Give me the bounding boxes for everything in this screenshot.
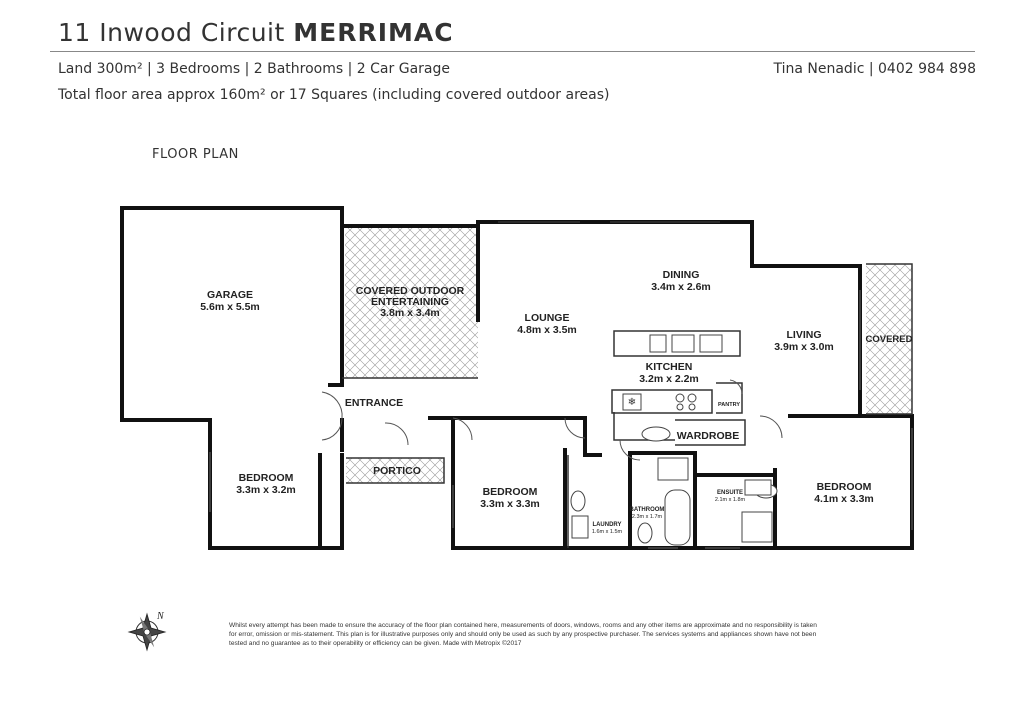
floor-area-note: Total floor area approx 160m² or 17 Squa…: [58, 87, 610, 103]
outdoor-size: 3.8m x 3.4m: [380, 307, 440, 319]
kitchen-label: KITCHEN: [646, 361, 693, 373]
outdoor-label-2: ENTERTAINING: [371, 296, 449, 308]
outdoor-label-1: COVERED OUTDOOR: [356, 285, 465, 297]
covered-side-hatch: [866, 264, 912, 414]
pantry-label: PANTRY: [718, 402, 740, 408]
street-address: 11 Inwood Circuit: [58, 18, 285, 47]
garage-size: 5.6m x 5.5m: [200, 301, 260, 313]
kitchen-fixtures: [622, 334, 723, 411]
bedroom-2-label: BEDROOM: [483, 486, 538, 498]
bathroom-fixtures: [570, 426, 778, 546]
dining-label: DINING: [663, 269, 700, 281]
ensuite-label: ENSUITE: [717, 490, 743, 496]
ensuite-size: 2.1m x 1.8m: [715, 497, 746, 503]
compass-rose-icon: [127, 612, 167, 652]
property-summary: Land 300m² | 3 Bedrooms | 2 Bathrooms | …: [58, 61, 450, 77]
laundry-label: LAUNDRY: [592, 522, 621, 528]
entrance-label: ENTRANCE: [345, 397, 403, 409]
property-title: 11 Inwood Circuit MERRIMAC: [58, 18, 454, 47]
bedroom-3-size: 4.1m x 3.3m: [814, 493, 874, 505]
fridge-snowflake-icon: ❄: [628, 397, 636, 408]
room-labels: GARAGE 5.6m x 5.5m COVERED OUTDOOR ENTER…: [200, 269, 912, 535]
lounge-size: 4.8m x 3.5m: [517, 324, 577, 336]
windows: [120, 240, 913, 549]
wardrobe-label: WARDROBE: [677, 430, 739, 442]
bedroom-3-label: BEDROOM: [817, 481, 872, 493]
bathroom-size: 2.3m x 1.7m: [632, 514, 663, 520]
living-size: 3.9m x 3.0m: [774, 341, 834, 353]
bedroom-2-size: 3.3m x 3.3m: [480, 498, 540, 510]
kitchen-size: 3.2m x 2.2m: [639, 373, 699, 385]
portico-label: PORTICO: [373, 465, 421, 477]
door-swings: [321, 379, 783, 461]
header-divider: [50, 51, 975, 52]
compass-north-label: N: [156, 611, 165, 622]
portico-hatch: [346, 458, 444, 483]
bedroom-1-size: 3.3m x 3.2m: [236, 484, 296, 496]
bathroom-label: BATHROOM: [630, 507, 665, 513]
interior-lines: [342, 221, 913, 548]
floor-plan-label: FLOOR PLAN: [152, 147, 239, 162]
living-label: LIVING: [786, 329, 821, 341]
covered-label: COVERED: [866, 334, 913, 345]
bedroom-1-label: BEDROOM: [239, 472, 294, 484]
lounge-label: LOUNGE: [525, 312, 570, 324]
suburb-name: MERRIMAC: [293, 18, 454, 47]
laundry-size: 1.6m x 1.5m: [592, 529, 623, 535]
agent-contact: Tina Nenadic | 0402 984 898: [773, 61, 976, 77]
disclaimer-text: Whilst every attempt has been made to en…: [229, 622, 817, 647]
garage-label: GARAGE: [207, 289, 253, 301]
dining-size: 3.4m x 2.6m: [651, 281, 711, 293]
covered-outdoor-hatch: [345, 226, 478, 378]
